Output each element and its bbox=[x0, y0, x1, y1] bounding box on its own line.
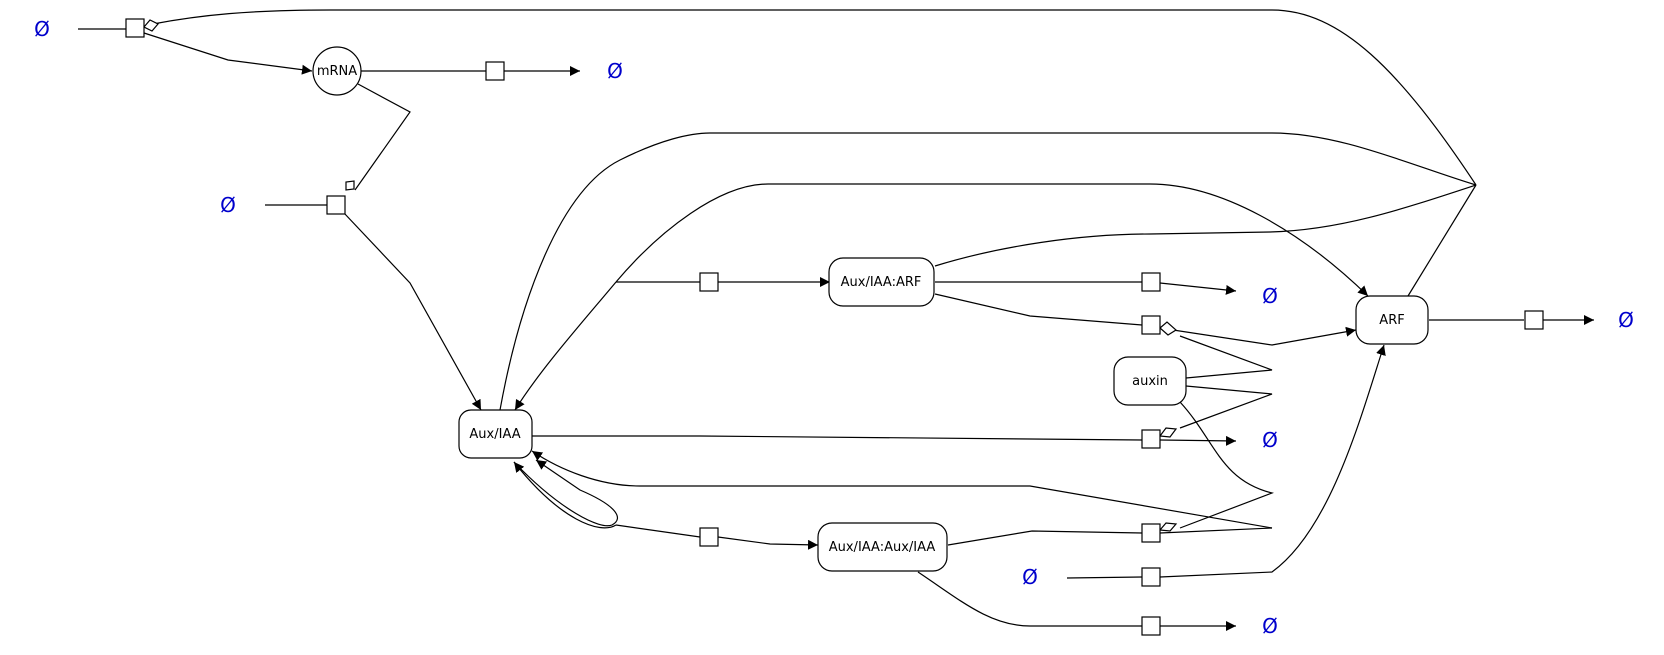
process-complex-arf-degradation[interactable] bbox=[1141, 272, 1161, 292]
edge-dimer-loop-2 bbox=[513, 461, 617, 529]
process-association[interactable] bbox=[699, 272, 719, 292]
empty-set-sink-dimer: Ø bbox=[1262, 614, 1278, 638]
process-auxin-release[interactable] bbox=[1141, 315, 1161, 335]
edge-dimer-to-auxin-process bbox=[947, 530, 1143, 546]
edge-auxiaa-to-association bbox=[499, 132, 1477, 411]
process-arf-synthesis[interactable] bbox=[1141, 567, 1161, 587]
edge-mrna-catalyses-translation bbox=[354, 83, 411, 191]
edge-auxin-process-to-merge bbox=[1159, 527, 1273, 534]
edge-auxin-catalyses-release bbox=[1179, 335, 1273, 379]
empty-set-source-transcription: Ø bbox=[34, 17, 50, 41]
empty-set-sink-auxiaa: Ø bbox=[1262, 428, 1278, 452]
edge-dimer-loop-1 bbox=[513, 459, 618, 527]
node-arf[interactable]: ARF bbox=[1355, 295, 1429, 345]
edge-arf-synthesis-to-arf bbox=[1159, 344, 1386, 578]
edge-dimerisation-to-process bbox=[615, 524, 701, 538]
node-aux-iaa-arf-label: Aux/IAA:ARF bbox=[841, 275, 922, 290]
process-arf-degradation[interactable] bbox=[1524, 310, 1544, 330]
node-aux-iaa-arf[interactable]: Aux/IAA:ARF bbox=[828, 257, 935, 307]
empty-set-sink-complex-arf: Ø bbox=[1262, 284, 1278, 308]
modulation-diamonds bbox=[143, 19, 1178, 532]
node-auxin[interactable]: auxin bbox=[1113, 356, 1187, 406]
edge-dissociation-to-arf bbox=[1149, 183, 1369, 297]
empty-set-source-arf: Ø bbox=[1022, 565, 1038, 589]
edge-translation-to-auxiaa bbox=[343, 212, 482, 411]
edge-auxin-process-to-auxiaa bbox=[531, 450, 1273, 529]
node-mrna-label: mRNA bbox=[317, 64, 357, 79]
diamond-release-catalyst bbox=[1159, 321, 1177, 336]
edge-complex-to-auxin-process bbox=[934, 293, 1143, 326]
species-nodes: mRNA Aux/IAA Aux/IAA:ARF auxin ARF Aux/I… bbox=[312, 46, 1429, 572]
process-transcription[interactable] bbox=[125, 18, 145, 38]
process-mrna-degradation[interactable] bbox=[485, 61, 505, 81]
process-dimer-degradation[interactable] bbox=[1141, 616, 1161, 636]
node-aux-iaa-aux-iaa[interactable]: Aux/IAA:Aux/IAA bbox=[817, 522, 948, 572]
edge-complex-arf-degradation-to-empty bbox=[1159, 282, 1237, 295]
edge-auxiaa-degradation-to-empty bbox=[1159, 435, 1237, 446]
empty-set-symbols: Ø Ø Ø Ø Ø Ø Ø Ø bbox=[34, 17, 1634, 638]
node-mrna[interactable]: mRNA bbox=[312, 46, 362, 96]
edge-process-to-mrna bbox=[143, 32, 313, 75]
diamond-auxiaa-degradation-catalyst bbox=[1158, 427, 1178, 438]
edge-arf-modulates-transcription bbox=[152, 9, 1477, 186]
diamond-dimer-breakdown-catalyst bbox=[1158, 522, 1178, 532]
process-dimerisation[interactable] bbox=[699, 527, 719, 547]
node-aux-iaa[interactable]: Aux/IAA bbox=[458, 409, 533, 459]
edge-dimer-to-degradation bbox=[917, 571, 1142, 627]
node-arf-label: ARF bbox=[1379, 313, 1404, 328]
edge-auxin-catalyses-dimer-breakdown bbox=[1179, 401, 1274, 529]
empty-set-source-translation: Ø bbox=[220, 193, 236, 217]
edge-auxin-process-to-arf bbox=[1159, 326, 1357, 346]
process-auxiaa-degradation[interactable] bbox=[1141, 429, 1161, 449]
process-nodes bbox=[125, 18, 1544, 636]
node-auxin-label: auxin bbox=[1132, 374, 1168, 389]
edge-dimerisation-to-dimer bbox=[717, 536, 819, 550]
diamond-transcription-modulator bbox=[143, 19, 159, 32]
edge-empty-to-arf-synthesis bbox=[1066, 576, 1143, 579]
edge-dissociation-to-auxiaa bbox=[514, 281, 617, 411]
edge-arf-to-process bbox=[1407, 184, 1477, 297]
empty-set-sink-mrna: Ø bbox=[607, 59, 623, 83]
edges bbox=[78, 9, 1594, 631]
edge-arf-to-association bbox=[934, 184, 1477, 267]
empty-set-sink-arf: Ø bbox=[1618, 308, 1634, 332]
node-aux-iaa-label: Aux/IAA bbox=[469, 427, 520, 442]
process-translation[interactable] bbox=[326, 195, 346, 215]
node-aux-iaa-aux-iaa-label: Aux/IAA:Aux/IAA bbox=[829, 540, 936, 555]
edge-auxiaa-to-degradation bbox=[532, 435, 1143, 441]
edge-dissociation-arc bbox=[615, 183, 1150, 283]
diamond-translation-catalyst bbox=[345, 180, 355, 191]
process-dimer-breakdown[interactable] bbox=[1141, 523, 1161, 543]
edge-auxin-catalyses-auxiaa-degradation bbox=[1179, 385, 1273, 429]
